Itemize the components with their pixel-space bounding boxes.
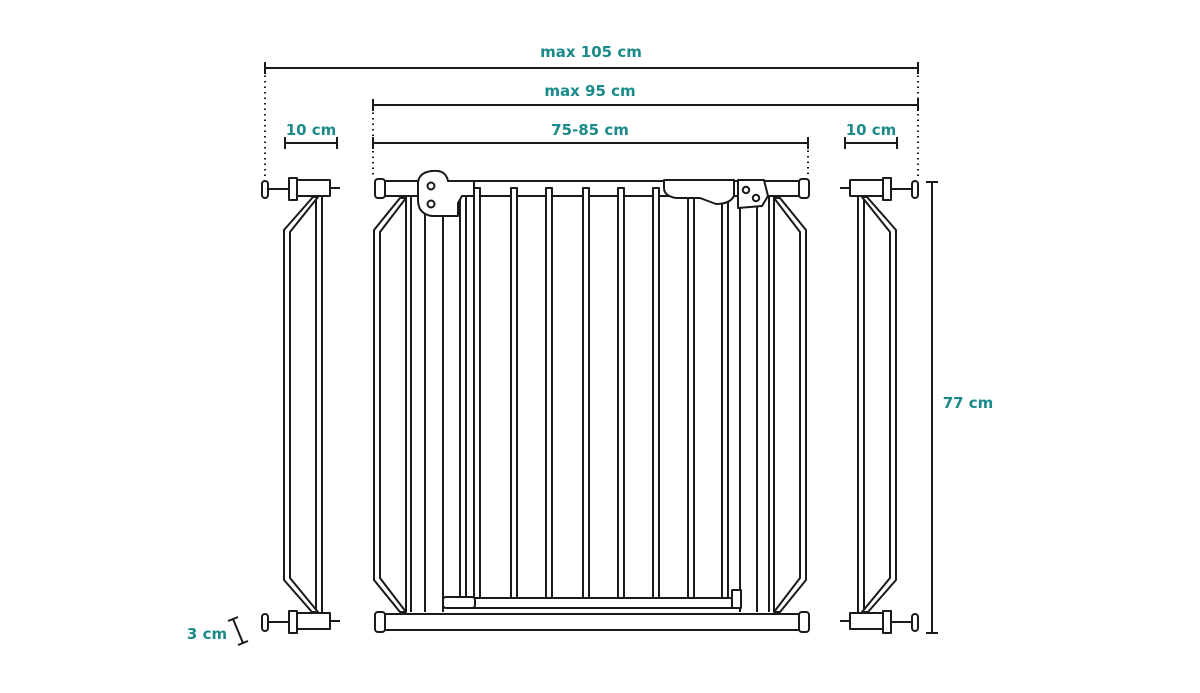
dimension-pin: 3 cm	[187, 616, 249, 646]
label-extension-right: 10 cm	[846, 121, 897, 139]
label-pin: 3 cm	[187, 625, 227, 643]
extension-right	[840, 177, 919, 634]
guide-lines	[264, 70, 919, 178]
main-gate	[373, 169, 810, 633]
dimension-extension-right: 10 cm	[844, 121, 898, 149]
label-extension-left: 10 cm	[286, 121, 337, 139]
dimension-height: 77 cm	[926, 181, 994, 634]
dimension-75-85: 75-85 cm	[372, 121, 809, 149]
hinge-right	[737, 179, 769, 209]
dimension-max-105: max 105 cm	[264, 43, 919, 74]
dimension-max-95: max 95 cm	[372, 82, 919, 111]
dimension-extension-left: 10 cm	[284, 121, 338, 149]
extension-left	[261, 177, 340, 634]
label-height: 77 cm	[943, 394, 994, 412]
label-max-95: max 95 cm	[544, 82, 635, 100]
label-75-85: 75-85 cm	[551, 121, 629, 139]
latch-handle	[663, 179, 735, 205]
label-max-105: max 105 cm	[540, 43, 642, 61]
